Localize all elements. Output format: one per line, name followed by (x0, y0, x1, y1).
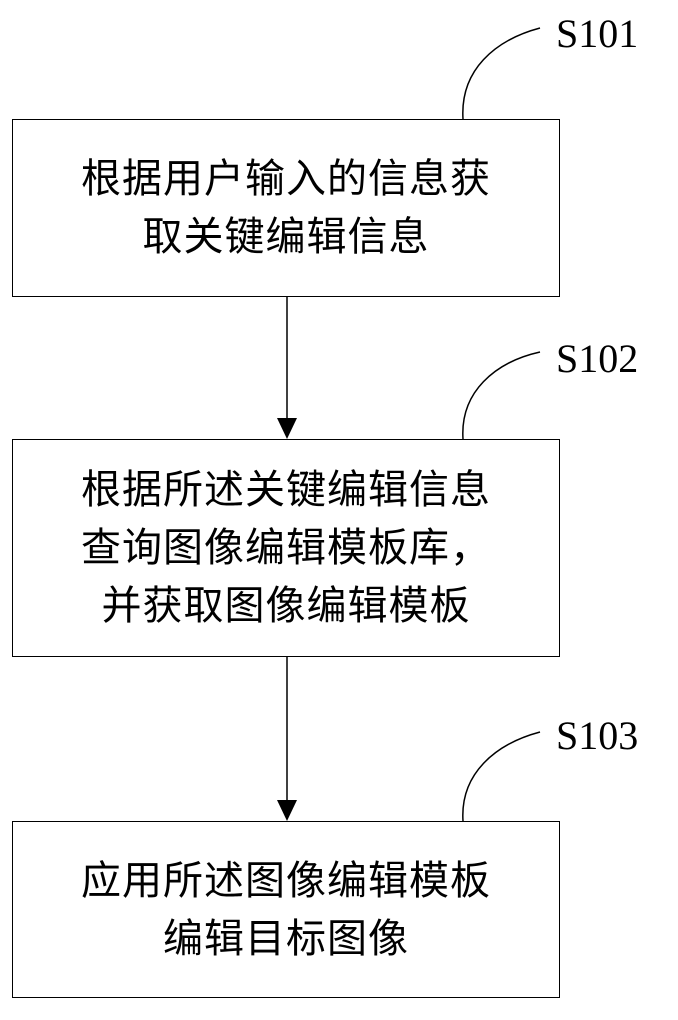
step-label-s103: S103 (556, 714, 638, 758)
process-box-s101: 根据用户输入的信息获 取关键编辑信息 (12, 119, 560, 297)
process-text-s102: 根据所述关键编辑信息 查询图像编辑模板库， 并获取图像编辑模板 (81, 461, 491, 635)
process-text-s103: 应用所述图像编辑模板 编辑目标图像 (81, 852, 491, 968)
process-text-s101: 根据用户输入的信息获 取关键编辑信息 (81, 150, 491, 266)
step-label-s101: S101 (556, 12, 638, 56)
arrowhead-s103 (277, 800, 297, 821)
step-label-s102: S102 (556, 337, 638, 381)
process-box-s102: 根据所述关键编辑信息 查询图像编辑模板库， 并获取图像编辑模板 (12, 439, 560, 657)
process-box-s103: 应用所述图像编辑模板 编辑目标图像 (12, 821, 560, 998)
arrowhead-s102 (277, 418, 297, 439)
leader-line-s103 (463, 732, 540, 821)
leader-line-s102 (463, 352, 540, 439)
leader-line-s101 (463, 28, 540, 119)
